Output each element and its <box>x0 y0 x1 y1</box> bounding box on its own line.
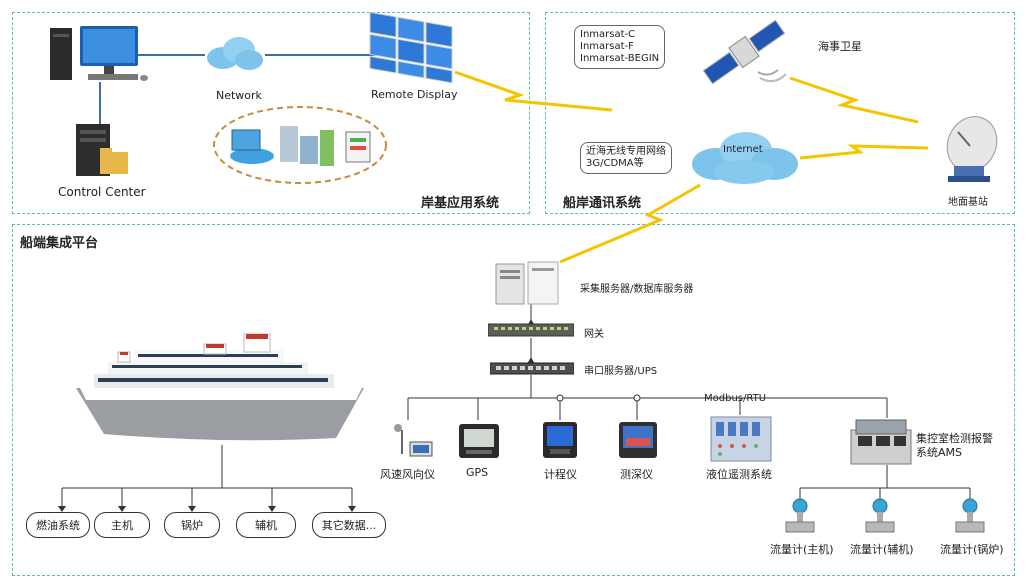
network-label: Network <box>216 89 262 102</box>
cdma-label: 3G/CDMA等 <box>586 158 644 169</box>
shore-panel <box>12 12 530 214</box>
ground-station-icon <box>946 116 998 182</box>
internet-label: Internet <box>723 144 763 155</box>
echo-sounder-icon <box>619 422 657 458</box>
link-internet <box>799 144 929 160</box>
offshore-network-tag: 近海无线专用网络 3G/CDMA等 <box>580 142 672 174</box>
satellite-label: 海事卫星 <box>818 40 862 53</box>
modbus-label: Modbus/RTU <box>704 393 767 404</box>
flowmeter-label-main: 流量计(主机) <box>770 543 834 556</box>
flowmeter-icon <box>865 498 895 533</box>
flowmeter-icon <box>785 498 815 533</box>
tank-level-icon <box>710 416 772 462</box>
ams-label-line1: 集控室检测报警 <box>916 432 993 445</box>
speed-log-icon <box>543 422 577 458</box>
network-cloud-icon <box>207 37 263 70</box>
control-center-label: Control Center <box>58 185 146 199</box>
inmarsat-begin-label: Inmarsat-BEGIN <box>580 53 660 64</box>
system-boiler: 锅炉 <box>164 512 220 538</box>
shore-panel-title: 岸基应用系统 <box>421 196 500 211</box>
remote-display-icon <box>369 11 453 84</box>
serial-server-label: 串口服务器/UPS <box>584 366 658 377</box>
inmarsat-f-label: Inmarsat-F <box>580 41 634 52</box>
flowmeter-label-boiler: 流量计(锅炉) <box>940 543 1004 556</box>
satellite-icon <box>702 19 787 85</box>
ship-icon <box>76 333 364 441</box>
device-label-anemometer: 风速风向仪 <box>380 468 435 481</box>
link-remote-display <box>454 70 613 112</box>
workstation-icon <box>50 26 148 81</box>
inmarsat-c-label: Inmarsat-C <box>580 29 636 40</box>
offshore-network-label: 近海无线专用网络 <box>586 146 666 157</box>
app-cluster-icon <box>230 126 371 166</box>
link-ship <box>559 183 701 264</box>
device-label-tank-level: 液位遥测系统 <box>706 468 772 481</box>
ground-station-label: 地面基站 <box>948 197 988 208</box>
flowmeter-label-aux: 流量计(辅机) <box>850 543 914 556</box>
inmarsat-tag: Inmarsat-C Inmarsat-F Inmarsat-BEGIN <box>574 25 666 69</box>
remote-display-label: Remote Display <box>371 88 458 101</box>
flowmeter-icon <box>955 498 985 533</box>
system-fuel-oil: 燃油系统 <box>26 512 90 538</box>
system-other-data: 其它数据... <box>312 512 386 538</box>
gateway-label: 网关 <box>584 329 604 340</box>
device-label-gps: GPS <box>466 466 489 479</box>
serial-server-icon <box>490 362 574 375</box>
device-label-speed-log: 计程仪 <box>544 468 577 481</box>
ship-panel-title: 船端集成平台 <box>20 236 99 251</box>
gateway-icon <box>488 323 574 337</box>
anemometer-icon <box>394 424 433 457</box>
comm-panel-title: 船岸通讯系统 <box>563 196 642 211</box>
app-cluster-outline <box>213 106 387 184</box>
database-server-icon <box>495 261 559 305</box>
gps-icon <box>459 424 499 458</box>
comm-panel <box>545 12 1015 214</box>
link-satellite <box>789 76 919 124</box>
ams-console-icon <box>850 419 912 465</box>
system-aux-engine: 辅机 <box>236 512 296 538</box>
system-main-engine: 主机 <box>94 512 150 538</box>
internet-cloud-icon <box>692 132 798 184</box>
ams-label-line2: 系统AMS <box>916 446 962 459</box>
server-label: 采集服务器/数据库服务器 <box>580 284 694 295</box>
ship-panel <box>12 224 1015 576</box>
server-icon <box>76 124 128 176</box>
device-label-echo-sounder: 测深仪 <box>620 468 653 481</box>
